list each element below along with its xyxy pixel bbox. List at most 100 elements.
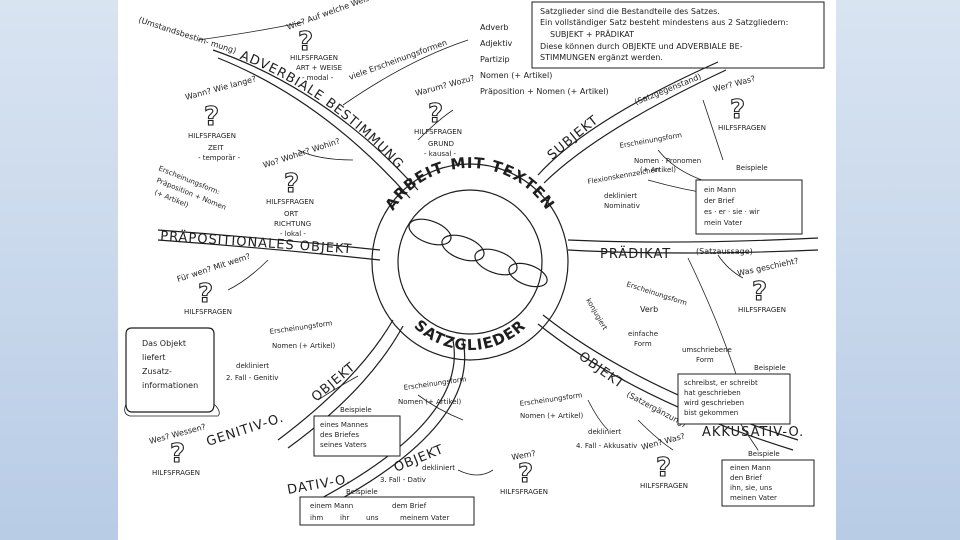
beispiel-item: den Brief xyxy=(730,474,762,482)
subjekt-note: (Satzgegenstand) xyxy=(633,72,702,107)
praedikat-form-title: Erscheinungsform xyxy=(625,280,688,307)
hf-praedikat-label: HILFSFRAGEN xyxy=(738,306,786,314)
beispiel-item: es · er · sie · wir xyxy=(704,208,760,216)
branch-praedikat: PRÄDIKAT xyxy=(600,246,671,262)
beispiel-item: mein Vater xyxy=(704,219,742,227)
question-mark-icon: ? xyxy=(284,169,299,199)
praedikat-einfache2: Form xyxy=(634,340,652,348)
hf-ort-sub3: - lokal - xyxy=(280,230,306,238)
forms-title: viele Erscheinungsformen xyxy=(348,38,449,82)
dativ-fall: 3. Fall - Dativ xyxy=(380,476,426,484)
subjekt-form-text2: (+ Artikel) xyxy=(640,166,676,174)
branch-akkusativ: AKKUSATIV-O. xyxy=(702,425,804,440)
dativ-form-text: Nomen (+ Artikel) xyxy=(398,398,462,406)
hf-ort-sub2: RICHTUNG xyxy=(274,220,311,228)
hf-ort-label: HILFSFRAGEN xyxy=(266,198,314,206)
satzglieder-mindmap: Satzglieder sind die Bestandteile des Sa… xyxy=(124,0,825,526)
akkusativ-form-text: Nomen (+ Artikel) xyxy=(520,412,584,420)
genitiv-fall: 2. Fall - Genitiv xyxy=(226,374,278,382)
hf-praep-label: HILFSFRAGEN xyxy=(184,308,232,316)
akkusativ-dekl: dekliniert xyxy=(588,428,621,436)
beispiele-genitiv-box: eines Mannes des Briefes seines Vaters xyxy=(313,415,401,457)
question-mark-icon: ? xyxy=(170,439,185,469)
beispiele-praedikat-box: schreibst, er schreibt hat geschrieben w… xyxy=(677,373,791,425)
mindmap-sheet: Satzglieder sind die Bestandteile des Sa… xyxy=(118,0,836,540)
beispiel-item: hat geschrieben xyxy=(684,389,741,397)
beispiele-praedikat-label: Beispiele xyxy=(754,364,786,372)
subjekt-details: Erscheinungsform Nomen · Pronomen (+ Art… xyxy=(587,131,701,210)
akkusativ-details: Erscheinungsform Nomen (+ Artikel) dekli… xyxy=(519,391,637,450)
dativ-dekl: dekliniert xyxy=(422,464,455,472)
beispiele-akkusativ-box: einen Mann den Brief ihn, sie, uns meine… xyxy=(721,459,815,507)
hf-grund-label: HILFSFRAGEN xyxy=(414,128,462,136)
branch-lines xyxy=(157,21,819,507)
beispiel-item: dem Brief xyxy=(392,502,427,510)
beispiel-item: uns xyxy=(366,514,379,522)
hf-grund-sub1: GRUND xyxy=(428,140,454,148)
forms-item-4: Nomen (+ Artikel) xyxy=(480,71,552,80)
hilfsfragen-zeit: Wann? Wie lange? ? HILFSFRAGEN ZEIT - te… xyxy=(184,74,257,162)
info-line-5: STIMMUNGEN ergänzt werden. xyxy=(540,53,663,62)
hf-praep-question: Für wen? Mit wem? xyxy=(176,252,252,284)
beispiel-item: ihr xyxy=(340,514,349,522)
hf-zeit-label: HILFSFRAGEN xyxy=(188,132,236,140)
question-mark-icon: ? xyxy=(656,453,671,483)
hf-art-sub2: - modal - xyxy=(302,74,334,82)
question-mark-icon: ? xyxy=(204,102,219,132)
scroll-note: Das Objekt liefert Zusatz- informationen xyxy=(124,327,220,417)
question-mark-icon: ? xyxy=(428,99,443,129)
question-mark-icon: ? xyxy=(752,277,767,307)
scroll-line-4: informationen xyxy=(142,381,198,390)
akkusativ-form-title: Erscheinungsform xyxy=(519,391,583,408)
chain-icon xyxy=(408,218,548,288)
beispiele-genitiv-label: Beispiele xyxy=(340,406,372,414)
genitiv-dekl: dekliniert xyxy=(236,362,269,370)
beispiel-item: ihn, sie, uns xyxy=(730,484,772,492)
adverbiale-note: (Umstandsbestim- mung) xyxy=(137,15,237,55)
hf-subjekt-label: HILFSFRAGEN xyxy=(718,124,766,132)
branch-dativ: DATIV-O. xyxy=(286,472,352,498)
beispiel-item: meinem Vater xyxy=(400,514,449,522)
hf-grund-question: Warum? Wozu? xyxy=(414,73,475,98)
forms-item-2: Adjektiv xyxy=(480,39,513,48)
subjekt-form-title: Erscheinungsform xyxy=(619,131,683,150)
beispiel-item: wird geschrieben xyxy=(684,399,744,407)
ring-bottom-text: SATZGLIEDER xyxy=(411,316,530,354)
beispiele-dativ-label: Beispiele xyxy=(346,488,378,496)
hf-subjekt-question: Wer? Was? xyxy=(712,74,756,94)
info-box: Satzglieder sind die Bestandteile des Sa… xyxy=(531,1,825,69)
hf-art-sub1: ART + WEISE xyxy=(296,64,342,72)
hilfsfragen-akkusativ: Wen? Was? ? HILFSFRAGEN xyxy=(640,432,688,490)
beispiel-item: einem Mann xyxy=(310,502,353,510)
hf-ort-question: Wo? Woher? Wohin? xyxy=(262,136,341,169)
beispiel-item: ein Mann xyxy=(704,186,736,194)
hf-akkusativ-question: Wen? Was? xyxy=(640,432,686,452)
akkusativ-fall: 4. Fall - Akkusativ xyxy=(576,442,637,450)
hilfsfragen-ort: Wo? Woher? Wohin? ? HILFSFRAGEN ORT RICH… xyxy=(262,136,341,238)
genitiv-form-title: Erscheinungsform xyxy=(269,319,333,336)
subjekt-flex-title: Flexionskennzeichen xyxy=(587,165,660,185)
beispiele-akkusativ-label: Beispiele xyxy=(748,450,780,458)
beispiel-item: einen Mann xyxy=(730,464,771,472)
hf-praedikat-question: Was geschieht? xyxy=(737,256,800,278)
hilfsfragen-praedikat: Was geschieht? ? HILFSFRAGEN xyxy=(737,256,800,314)
hilfsfragen-subjekt: Wer? Was? ? HILFSFRAGEN xyxy=(712,74,766,132)
hf-dativ-label: HILFSFRAGEN xyxy=(500,488,548,496)
praedikat-umschriebene2: Form xyxy=(696,356,714,364)
ring-top-text: ARBEIT MIT TEXTEN xyxy=(382,154,559,214)
praedikat-konjugiert: konjugiert xyxy=(584,297,609,332)
beispiel-item: schreibst, er schreibt xyxy=(684,379,758,387)
beispiel-item: eines Mannes xyxy=(320,421,368,429)
forms-item-1: Adverb xyxy=(480,23,508,32)
info-line-2: Ein vollständiger Satz besteht mindesten… xyxy=(540,18,788,27)
hilfsfragen-dativ: Wem? ? HILFSFRAGEN xyxy=(500,449,548,496)
beispiel-item: der Brief xyxy=(704,197,735,205)
scroll-line-3: Zusatz- xyxy=(142,367,172,376)
info-line-1: Satzglieder sind die Bestandteile des Sa… xyxy=(540,7,720,16)
hf-dativ-question: Wem? xyxy=(511,449,537,462)
subjekt-flex-text2: Nominativ xyxy=(604,202,640,210)
praep-details: Erscheinungsform: Präposition + Nomen (+… xyxy=(153,164,227,211)
praedikat-details: Erscheinungsform Verb konjugiert einfach… xyxy=(584,280,732,364)
subjekt-flex-text1: dekliniert xyxy=(604,192,637,200)
praedikat-verb: Verb xyxy=(640,305,658,314)
